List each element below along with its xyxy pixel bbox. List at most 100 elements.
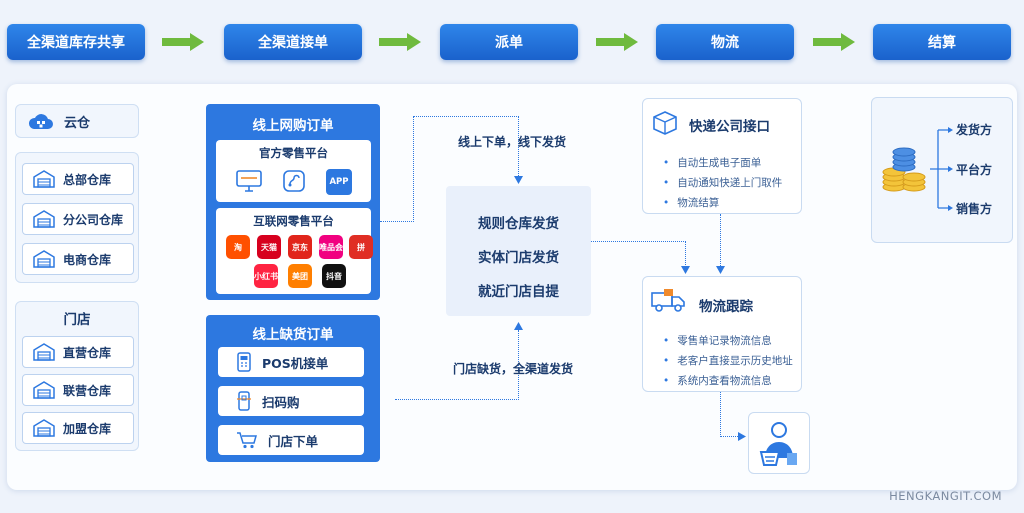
store-label: 直营仓库 xyxy=(63,345,112,360)
connector-line xyxy=(413,116,519,117)
express-bullet: 自动生成电子面单 xyxy=(663,155,761,170)
stockout-orders-block: 线上缺货订单 POS机接单 扫码购 门店下单 xyxy=(206,315,380,462)
delivery-truck-icon xyxy=(651,289,685,312)
cloud-warehouse: 云仓 xyxy=(15,104,139,138)
scan-buy-label: 扫码购 xyxy=(262,394,300,410)
dispatch-item: 规则仓库发货 xyxy=(478,216,559,232)
tracking-title: 物流跟踪 xyxy=(699,299,753,315)
pipeline-step-dispatch: 派单 xyxy=(440,24,578,60)
connector-line xyxy=(413,116,414,222)
store-franchise: 加盟仓库 xyxy=(22,412,134,444)
douyin-icon: 抖音 xyxy=(322,264,346,288)
connector-line xyxy=(518,116,519,178)
store-order-item: 门店下单 xyxy=(218,425,364,455)
online-orders-title: 线上网购订单 xyxy=(252,118,334,134)
store-group: 门店 直营仓库 联营仓库 加盟仓库 xyxy=(15,301,139,451)
scan-buy-item: 扫码购 xyxy=(218,386,364,416)
shopper-icon xyxy=(759,422,797,466)
warehouse-label: 电商仓库 xyxy=(63,252,112,267)
express-bullet: 自动通知快递上门取件 xyxy=(663,175,782,190)
desktop-icon xyxy=(236,170,262,192)
store-order-label: 门店下单 xyxy=(268,433,319,449)
express-interface-card: 快递公司接口 自动生成电子面单 自动通知快递上门取件 物流结算 xyxy=(642,98,802,214)
warehouse-label: 总部仓库 xyxy=(63,172,112,187)
tmall-icon: 天猫 xyxy=(257,235,281,259)
connector-line xyxy=(720,392,721,437)
connector-line xyxy=(720,214,721,266)
express-bullet: 物流结算 xyxy=(663,195,719,210)
settlement-card: 发货方 平台方 销售方 xyxy=(871,97,1013,243)
warehouse-icon xyxy=(33,170,55,188)
store-direct: 直营仓库 xyxy=(22,336,134,368)
internet-platform-title: 互联网零售平台 xyxy=(253,214,334,228)
express-title: 快递公司接口 xyxy=(689,119,770,135)
pipeline-step-settlement: 结算 xyxy=(873,24,1011,60)
arrow-down-icon xyxy=(716,266,725,274)
cloud-icon xyxy=(28,114,53,129)
official-platform-title: 官方零售平台 xyxy=(259,146,328,160)
connector-line xyxy=(380,221,414,222)
store-group-title: 门店 xyxy=(63,312,91,328)
warehouse-icon xyxy=(33,210,55,228)
tracking-bullet: 老客户直接显示历史地址 xyxy=(663,353,793,368)
scan-phone-icon xyxy=(237,391,251,411)
online-orders-block: 线上网购订单 官方零售平台 APP 互联网零售平台 淘 天猫 京东 唯品会 拼 … xyxy=(206,104,380,300)
arrow-down-icon xyxy=(681,266,690,274)
taobao-icon: 淘 xyxy=(226,235,250,259)
jd-icon: 京东 xyxy=(288,235,312,259)
warehouse-label: 分公司仓库 xyxy=(63,212,124,227)
warehouse-hq: 总部仓库 xyxy=(22,163,134,195)
connector-line xyxy=(395,399,519,400)
internet-platform-card: 互联网零售平台 淘 天猫 京东 唯品会 拼 小红书 美团 抖音 xyxy=(216,208,373,294)
pipeline-arrow-icon xyxy=(162,33,204,51)
pinduoduo-icon: 拼 xyxy=(349,235,373,259)
pipeline-step-logistics: 物流 xyxy=(656,24,794,60)
store-icon xyxy=(33,381,55,399)
dispatch-item: 就近门店自提 xyxy=(478,284,559,300)
vip-icon: 唯品会 xyxy=(319,235,343,259)
logistics-tracking-card: 物流跟踪 零售单记录物流信息 老客户直接显示历史地址 系统内查看物流信息 xyxy=(642,276,802,392)
connector-line xyxy=(591,241,686,242)
store-icon xyxy=(33,419,55,437)
warehouse-ecommerce: 电商仓库 xyxy=(22,243,134,275)
pos-icon xyxy=(237,352,251,372)
app-icon: APP xyxy=(326,169,352,195)
pipeline-step-inventory: 全渠道库存共享 xyxy=(7,24,145,60)
cloud-label: 云仓 xyxy=(64,115,91,131)
warehouse-branch: 分公司仓库 xyxy=(22,203,134,235)
official-platform-card: 官方零售平台 APP xyxy=(216,140,371,202)
pos-order-item: POS机接单 xyxy=(218,347,364,377)
pipeline-arrow-icon xyxy=(596,33,638,51)
miniprogram-icon xyxy=(283,170,305,192)
meituan-icon: 美团 xyxy=(288,264,312,288)
store-icon xyxy=(33,343,55,361)
customer-card xyxy=(748,412,810,474)
connector-line xyxy=(518,330,519,400)
warehouse-group: 总部仓库 分公司仓库 电商仓库 xyxy=(15,152,139,283)
xiaohongshu-icon: 小红书 xyxy=(254,264,278,288)
pipeline-arrow-icon xyxy=(379,33,421,51)
store-label: 加盟仓库 xyxy=(63,421,112,436)
cart-icon xyxy=(237,432,257,449)
settlement-party: 平台方 xyxy=(956,163,993,177)
pipeline-arrow-icon xyxy=(813,33,855,51)
dispatch-item: 实体门店发货 xyxy=(478,250,559,266)
connector-line xyxy=(720,436,740,437)
arrow-right-icon xyxy=(738,432,746,441)
arrow-up-icon xyxy=(514,322,523,330)
coins-icon xyxy=(882,147,926,192)
store-label: 联营仓库 xyxy=(63,383,112,398)
tracking-bullet: 零售单记录物流信息 xyxy=(663,333,772,348)
dispatch-bottom-note: 门店缺货，全渠道发货 xyxy=(453,362,574,376)
watermark: HENGKANGIT.COM xyxy=(889,489,1002,503)
box-3d-icon xyxy=(653,111,677,135)
arrow-down-icon xyxy=(514,176,523,184)
branch-arrows-icon xyxy=(930,127,953,211)
connector-line xyxy=(685,241,686,267)
settlement-party: 发货方 xyxy=(956,123,993,137)
warehouse-icon xyxy=(33,250,55,268)
dispatch-box: 规则仓库发货 实体门店发货 就近门店自提 xyxy=(446,186,591,316)
tracking-bullet: 系统内查看物流信息 xyxy=(663,373,772,388)
pos-order-label: POS机接单 xyxy=(262,355,329,371)
stockout-orders-title: 线上缺货订单 xyxy=(252,327,334,343)
